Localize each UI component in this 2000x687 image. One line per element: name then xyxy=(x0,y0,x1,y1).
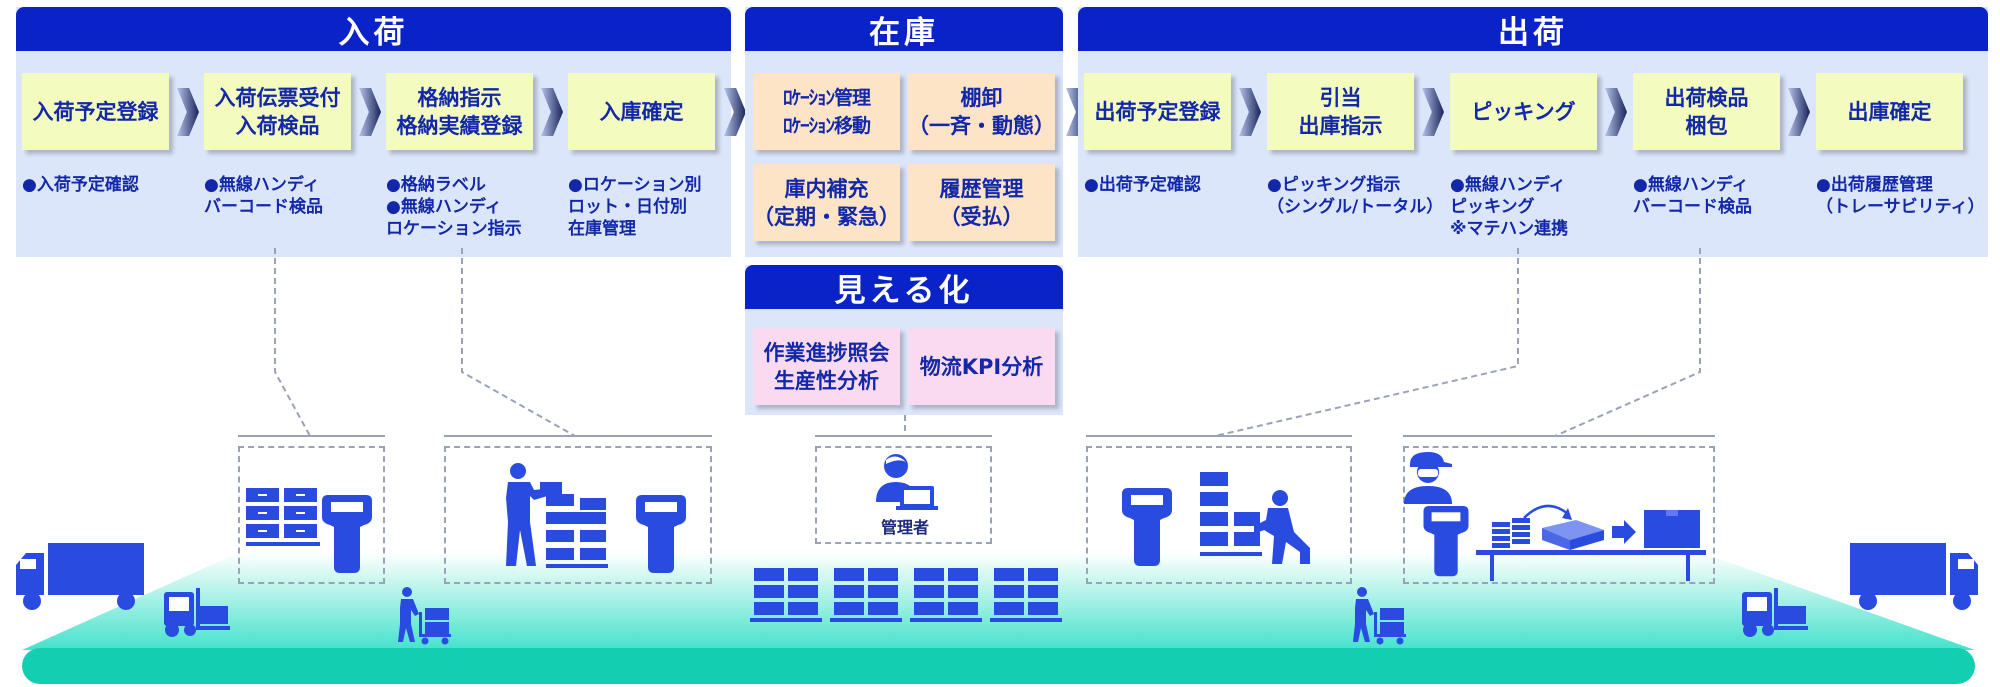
shelf-icon xyxy=(1200,472,1262,556)
outbound-inspection-box xyxy=(1403,446,1715,584)
box-icon xyxy=(1476,504,1706,581)
visualization-step-kpi[interactable]: 物流KPI分析 xyxy=(908,328,1055,405)
inbound-step-2[interactable]: 入荷伝票受付 入荷検品 xyxy=(204,73,351,150)
chevron-right-icon xyxy=(177,88,199,136)
inbound-note-4: ●ロケーション別 ロット・日付別 在庫管理 xyxy=(568,175,702,239)
manager-icon xyxy=(876,454,938,510)
handheld-scanner-icon xyxy=(636,495,686,573)
inventory-step-replenish[interactable]: 庫内補充 （定期・緊急） xyxy=(753,164,900,241)
inbound-receiving-box xyxy=(238,446,385,584)
inventory-step-location[interactable]: ﾛｹｰｼｮﾝ管理 ﾛｹｰｼｮﾝ移動 xyxy=(753,73,900,150)
inventory-step-history[interactable]: 履歴管理 （受払） xyxy=(908,164,1055,241)
outbound-step-4[interactable]: 出荷検品 梱包 xyxy=(1633,73,1780,150)
manager-label: 管理者 xyxy=(880,518,929,537)
outbound-step-5[interactable]: 出庫確定 xyxy=(1816,73,1963,150)
outbound-note-1: ●出荷予定確認 xyxy=(1084,175,1201,195)
shelf-icon xyxy=(246,488,320,546)
outbound-note-4: ●無線ハンディ バーコード検品 xyxy=(1633,175,1752,217)
chevron-right-icon xyxy=(1422,88,1444,136)
chevron-right-icon xyxy=(1788,88,1810,136)
chevron-right-icon xyxy=(724,88,746,136)
outbound-picking-box xyxy=(1086,446,1352,584)
inbound-note-2: ●無線ハンディ バーコード検品 xyxy=(204,175,323,217)
outbound-note-5: ●出荷履歴管理 （トレーサビリティ） xyxy=(1816,175,1985,217)
chevron-right-icon xyxy=(1239,88,1261,136)
handheld-scanner-icon xyxy=(1423,506,1469,577)
outbound-note-3: ●無線ハンディ ピッキング ※マテハン連携 xyxy=(1450,175,1569,239)
outbound-step-3[interactable]: ピッキング xyxy=(1450,73,1597,150)
worker-icon xyxy=(1254,490,1310,564)
inbound-storage-box xyxy=(444,446,712,584)
truck-icon xyxy=(16,543,144,610)
inbound-header: 入荷 xyxy=(16,7,731,51)
chevron-right-icon xyxy=(541,88,563,136)
outbound-header: 出荷 xyxy=(1078,7,1988,51)
outbound-step-1[interactable]: 出荷予定登録 xyxy=(1084,73,1231,150)
shelf-icon xyxy=(546,494,608,568)
inbound-note-1: ●入荷予定確認 xyxy=(22,175,139,195)
handheld-scanner-icon xyxy=(1122,488,1172,566)
chevron-right-icon xyxy=(1605,88,1627,136)
hand-cart-icon xyxy=(398,587,451,645)
worker-icon xyxy=(506,463,562,566)
visualization-step-progress[interactable]: 作業進捗照会 生産性分析 xyxy=(753,328,900,405)
hand-cart-icon xyxy=(1353,587,1406,645)
inbound-step-1[interactable]: 入荷予定登録 xyxy=(22,73,169,150)
manager-box xyxy=(815,446,992,544)
truck-icon xyxy=(1850,543,1978,610)
outbound-note-2: ●ピッキング指示 （シングル/トータル） xyxy=(1267,175,1444,217)
forklift-icon xyxy=(1742,588,1808,637)
inventory-step-stocktake[interactable]: 棚卸 （一斉・動態） xyxy=(908,73,1055,150)
forklift-icon xyxy=(164,588,230,637)
worker-icon xyxy=(1404,452,1452,504)
handheld-scanner-icon xyxy=(322,495,372,573)
warehouse-floor xyxy=(22,552,1975,684)
shelf-icon xyxy=(750,568,1062,622)
inventory-header: 在庫 xyxy=(745,7,1063,51)
outbound-step-2[interactable]: 引当 出庫指示 xyxy=(1267,73,1414,150)
chevron-right-icon xyxy=(359,88,381,136)
inbound-step-4[interactable]: 入庫確定 xyxy=(568,73,715,150)
inbound-note-3: ●格納ラベル ●無線ハンディ ロケーション指示 xyxy=(386,175,522,239)
inbound-step-3[interactable]: 格納指示 格納実績登録 xyxy=(386,73,533,150)
visualization-header: 見える化 xyxy=(745,265,1063,309)
